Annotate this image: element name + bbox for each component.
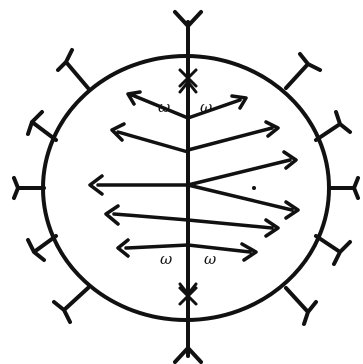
branch-right-6 bbox=[188, 244, 256, 260]
branch-right-5 bbox=[188, 220, 278, 236]
mark-top-left: ω bbox=[158, 98, 170, 116]
branch-left-2 bbox=[112, 124, 188, 152]
mark-top-right: ω bbox=[200, 98, 212, 116]
small-dot bbox=[252, 186, 256, 190]
branch-right-1 bbox=[188, 96, 246, 118]
outer-fork-right-upper bbox=[316, 112, 350, 140]
branch-right-4 bbox=[188, 185, 298, 218]
outer-fork-lower-right bbox=[286, 288, 316, 324]
top-fork bbox=[175, 12, 201, 26]
branch-left-4 bbox=[106, 206, 188, 224]
branch-right-3 bbox=[188, 152, 296, 185]
outer-fork-left-lower bbox=[28, 236, 56, 260]
branch-left-5 bbox=[118, 240, 188, 256]
outer-fork-right-middle bbox=[330, 178, 358, 198]
outer-fork-upper-left bbox=[58, 50, 88, 88]
mark-bottom-left: ω bbox=[160, 250, 172, 268]
outer-fork-left-upper bbox=[28, 112, 56, 140]
outer-fork-right-lower bbox=[316, 236, 350, 264]
outer-fork-left-middle bbox=[14, 178, 44, 198]
outer-fork-lower-left bbox=[54, 288, 88, 322]
branch-left-3 bbox=[90, 176, 188, 194]
branch-right-2 bbox=[188, 122, 278, 150]
mark-bottom-right: ω bbox=[204, 250, 216, 268]
outer-fork-upper-right bbox=[286, 54, 320, 88]
